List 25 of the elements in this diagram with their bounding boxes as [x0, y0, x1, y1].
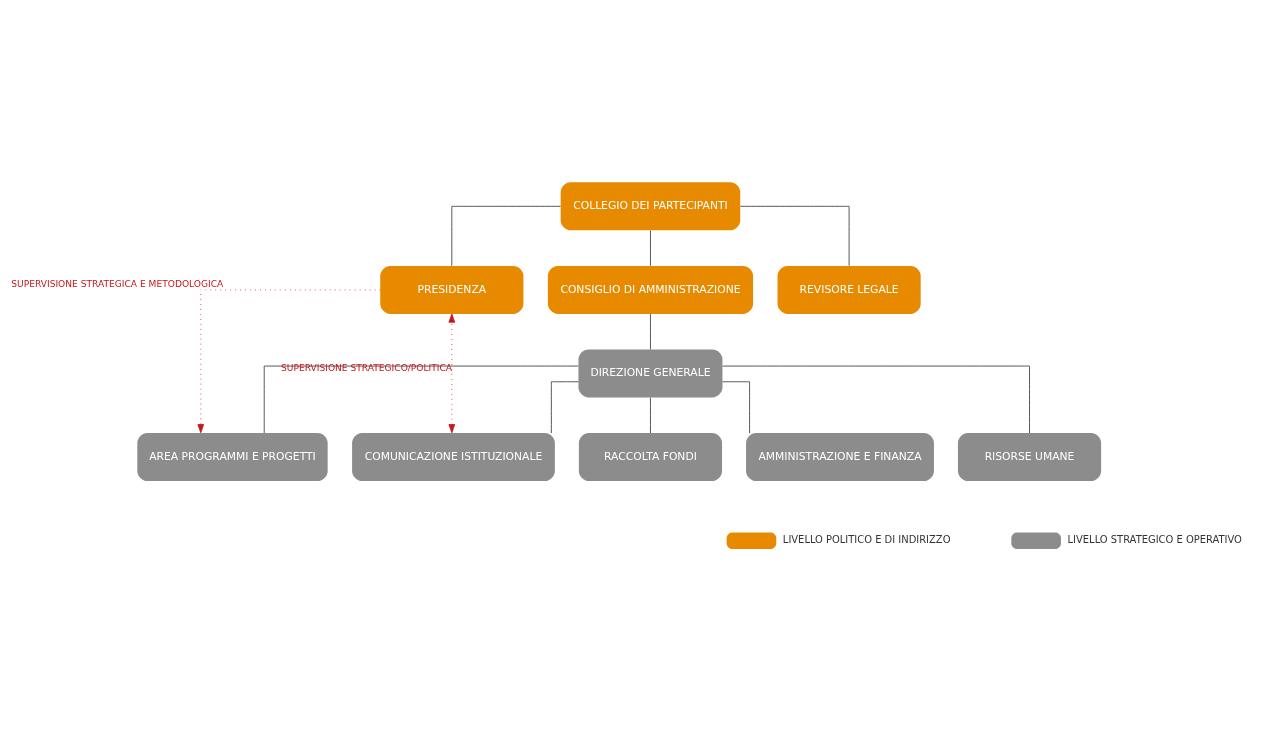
connector — [650, 396, 651, 433]
connector — [740, 205, 850, 266]
connector — [722, 380, 750, 433]
legend-label: LIVELLO POLITICO E DI INDIRIZZO — [782, 533, 951, 545]
edge-label: SUPERVISIONE STRATEGICA E METODOLOGICA — [11, 278, 224, 289]
connector — [451, 205, 561, 266]
connector — [722, 365, 1030, 433]
edge-label: SUPERVISIONE STRATEGICO/POLITICA — [281, 362, 453, 373]
connector — [650, 313, 651, 350]
node-box: RACCOLTA FONDI — [578, 432, 723, 481]
arrow — [197, 289, 381, 433]
node-box: AMMINISTRAZIONE E FINANZA — [746, 432, 934, 481]
connector — [650, 229, 651, 266]
node-box: REVISORE LEGALE — [777, 265, 921, 314]
node-box: CONSIGLIO DI AMMINISTRAZIONE — [547, 265, 754, 314]
legend-label: LIVELLO STRATEGICO E OPERATIVO — [1067, 533, 1242, 545]
connector — [550, 380, 579, 433]
arrow — [448, 313, 456, 433]
node-box: RISORSE UMANE — [957, 432, 1102, 481]
connector — [263, 365, 579, 433]
node-box: DIREZIONE GENERALE — [578, 349, 723, 397]
node-box: AREA PROGRAMMI E PROGETTI — [137, 432, 328, 481]
node-box: COMUNICAZIONE ISTITUZIONALE — [352, 432, 555, 481]
node-box: PRESIDENZA — [380, 265, 524, 314]
node-box: COLLEGIO DEI PARTECIPANTI — [560, 181, 741, 230]
